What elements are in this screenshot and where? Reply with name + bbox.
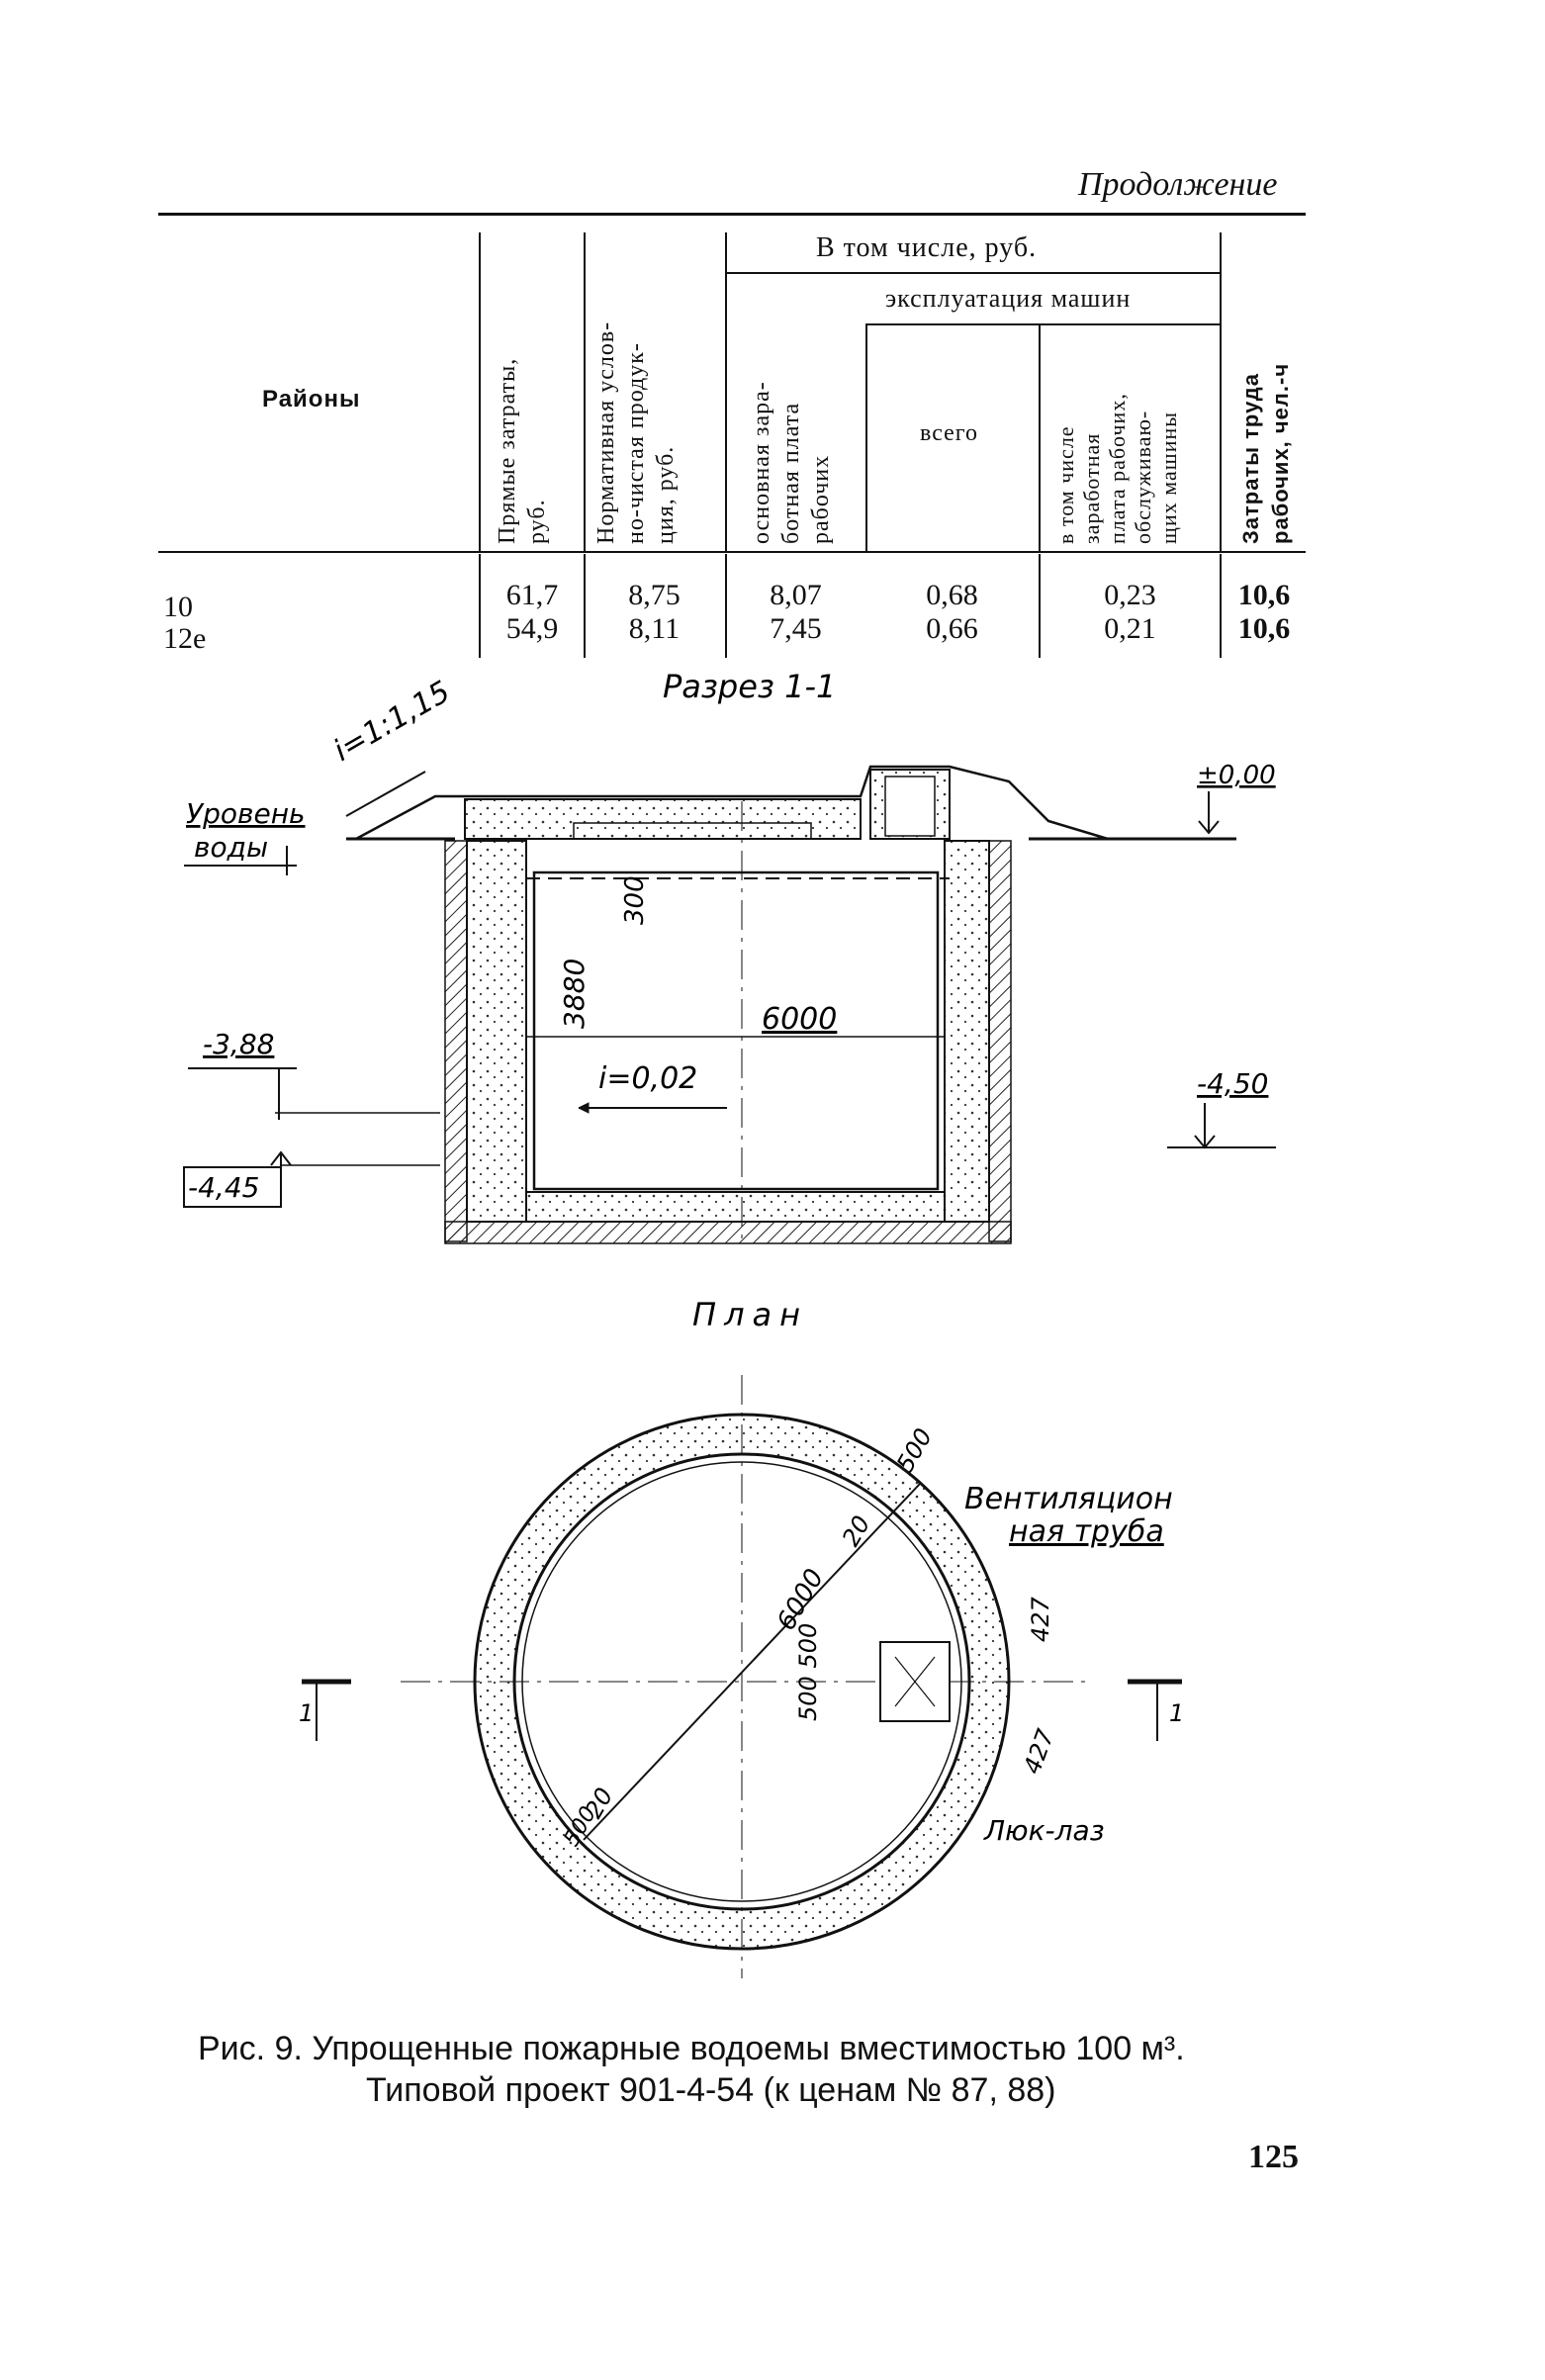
- row-2-labor: 10,6: [1237, 612, 1291, 645]
- dim-6000: 6000: [762, 1002, 837, 1037]
- row-2-direct: 54,9: [505, 612, 559, 645]
- plan-drawing: План Вентиляцион ная труба Люк-лаз 500 2…: [299, 1296, 1184, 1978]
- cut-right-label: 1: [1169, 1699, 1184, 1727]
- caption-line-2: Типовой проект 901-4-54 (к ценам № 87, 8…: [366, 2071, 1056, 2109]
- water-level-label-2: воды: [194, 831, 268, 864]
- col-incl-wage-header: в том числе заработная плата рабочих, об…: [1053, 393, 1181, 544]
- cut-left-label: 1: [299, 1699, 314, 1727]
- row-2-incl-wage: 0,21: [1104, 612, 1156, 645]
- table-top-rule: [158, 213, 1306, 216]
- col-base-wage-header: основная зара- ботная плата рабочих: [749, 381, 834, 544]
- mark-450: -4,50: [1197, 1067, 1268, 1100]
- col-labor-header: Затраты труда рабочих, чел.-ч: [1238, 362, 1293, 544]
- row-2-normative: 8,11: [628, 612, 681, 645]
- group-rule: [725, 272, 1220, 274]
- row-1-normative: 8,75: [628, 579, 681, 611]
- caption-line-1: Рис. 9. Упрощенные пожарные водоемы вмес…: [198, 2030, 1185, 2067]
- zero-mark: ±0,00: [1197, 761, 1276, 790]
- dim-427-bot: 427: [1018, 1725, 1059, 1778]
- section-title: Разрез 1-1: [663, 668, 836, 705]
- mark-388: -3,88: [203, 1028, 274, 1060]
- row-1-labor: 10,6: [1237, 579, 1291, 611]
- machines-rule: [865, 323, 1220, 325]
- table-header-rule: [158, 551, 1306, 553]
- figure-caption: Рис. 9. Упрощенные пожарные водоемы вмес…: [198, 2028, 1385, 2111]
- section-drawing: Разрез 1-1 i=1:1,15 Уровень воды ±0,00 -…: [183, 668, 1276, 1246]
- row-1-region: 10: [163, 591, 193, 623]
- col-normative-header: Нормативная услов- но-чистая продук- ция…: [593, 320, 679, 544]
- continuation-label: Продолжение: [1078, 166, 1278, 203]
- row-2-base-wage: 7,45: [770, 612, 822, 645]
- slope-bottom: i=0,02: [598, 1061, 697, 1096]
- vent-label-1: Вентиляцион: [964, 1482, 1173, 1516]
- plan-title: План: [692, 1296, 808, 1333]
- row-1-direct: 61,7: [505, 579, 559, 611]
- dim-500500: 500 500: [794, 1623, 822, 1721]
- vent-label-2: ная труба: [1009, 1514, 1164, 1549]
- row-1-base-wage: 8,07: [770, 579, 822, 611]
- row-2-total: 0,66: [926, 612, 978, 645]
- group-including-header: В том числе, руб.: [816, 232, 1038, 263]
- col-region-header: Районы: [262, 386, 361, 412]
- dim-427-top: 427: [1027, 1596, 1054, 1642]
- col-direct-header: Прямые затраты, руб.: [495, 357, 550, 544]
- group-machines-header: эксплуатация машин: [885, 284, 1132, 313]
- mark-445: -4,45: [188, 1171, 259, 1204]
- dim-300: 300: [620, 875, 650, 925]
- dim-3880: 3880: [558, 959, 591, 1029]
- row-2-region: 12е: [163, 622, 207, 655]
- hatch-label: Люк-лаз: [983, 1814, 1105, 1847]
- row-1-incl-wage: 0,23: [1104, 579, 1156, 611]
- water-level-label-1: Уровень: [186, 797, 306, 830]
- cost-table: Районы Прямые затраты, руб. Нормативная …: [158, 213, 1306, 668]
- page-number: 125: [1248, 2139, 1299, 2175]
- slope-label: i=1:1,15: [328, 675, 457, 769]
- col-total-header: всего: [920, 420, 979, 446]
- row-1-total: 0,68: [926, 579, 978, 611]
